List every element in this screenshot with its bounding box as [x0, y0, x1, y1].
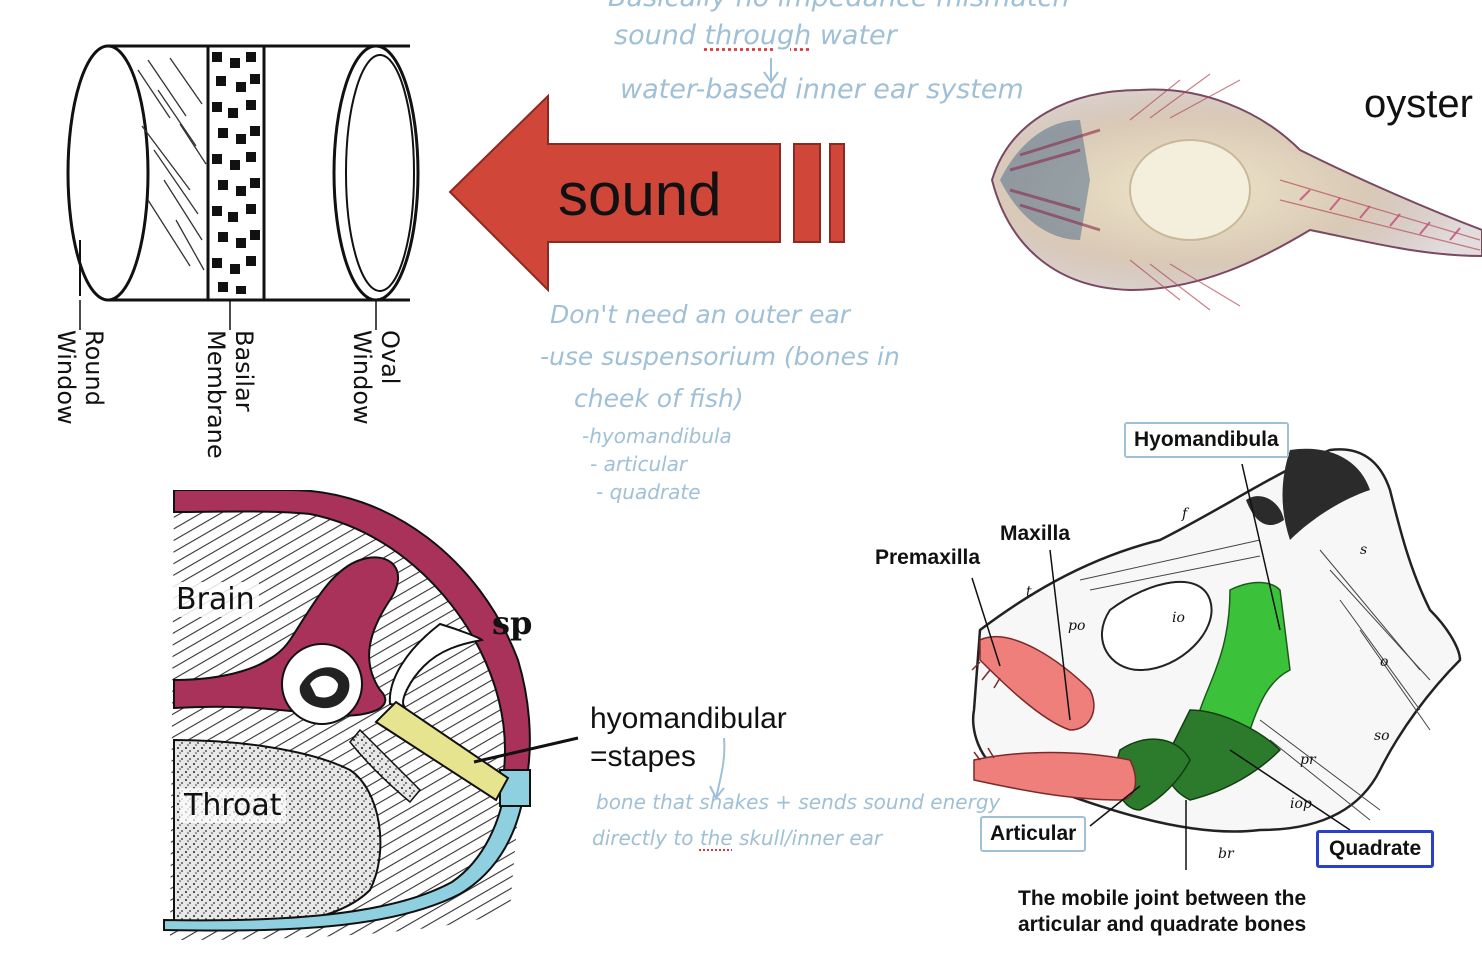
skull-label-pr: pr — [1300, 752, 1317, 768]
skull-caption: The mobile joint between the articular a… — [1018, 886, 1306, 938]
sound-arrow-shape — [448, 93, 781, 293]
skull-label-po: po — [1068, 618, 1085, 634]
quadrate-label: Quadrate — [1316, 830, 1435, 868]
skull-label-io: io — [1172, 610, 1185, 626]
round-window-label: Round Window — [52, 330, 108, 425]
note-outer-ear: Don't need an outer ear — [550, 300, 851, 329]
throat-label: Throat — [180, 788, 286, 823]
note-bone-quadrate: - quadrate — [596, 480, 701, 504]
sound-arrow-label: sound — [558, 161, 722, 228]
hyomandibula-label: Hyomandibula — [1124, 422, 1289, 458]
sound-arrow-bar-1 — [793, 143, 821, 243]
note-suspensorium: -use suspensorium (bones in — [540, 342, 900, 371]
oval-window-label: Oval Window — [348, 330, 404, 425]
sound-arrow — [448, 93, 845, 293]
basilar-membrane-label: Basilar Membrane — [202, 330, 258, 459]
hyomandibular-leader-line — [473, 736, 579, 764]
sound-arrow-bar-2 — [829, 143, 845, 243]
note-bone-hyomandibula: -hyomandibula — [582, 424, 732, 448]
note-arrow-down-icon — [763, 58, 779, 84]
note-directly-to-text: directly to — [592, 826, 700, 850]
premaxilla-bone — [979, 636, 1095, 731]
oyster-toadfish-photo — [990, 73, 1482, 311]
note-inner-ear-system: water-based inner ear system — [620, 74, 1024, 105]
note-cheek-of-fish: cheek of fish) — [574, 384, 744, 413]
hyomandibular-bar — [374, 700, 510, 802]
skull-caption-line2: articular and quadrate bones — [1018, 913, 1307, 936]
note-the-text: the — [699, 826, 733, 850]
cochlea-cylinder-diagram — [66, 44, 420, 330]
spiracle-label: sp — [492, 604, 533, 642]
note-skull-inner-ear-text: skull/inner ear — [732, 826, 883, 850]
note-sound-text: sound — [614, 20, 705, 51]
round-window-ellipse — [66, 44, 150, 302]
note-stapes-arrow-icon — [709, 737, 726, 800]
note-through-text: through — [704, 20, 812, 51]
skull-outline — [971, 448, 1462, 833]
note-impedance-text: Basically no impedance mismatch — [608, 0, 1069, 13]
note-water-text: water — [811, 20, 897, 51]
skull-label-br: br — [1218, 846, 1235, 862]
hyomandibular-label-line2: =stapes — [590, 740, 696, 773]
maxilla-label: Maxilla — [1000, 522, 1071, 545]
skull-label-so: so — [1374, 728, 1390, 744]
brain-label: Brain — [172, 582, 259, 617]
note-bone-articular: - articular — [590, 452, 688, 476]
fish-skull-diagram: f s t po io so pr iop br o — [971, 448, 1462, 870]
skull-label-o: o — [1380, 654, 1388, 670]
hyomandibular-label: hyomandibular =stapes — [590, 700, 787, 776]
skull-outer-band — [173, 490, 531, 771]
skull-label-iop: iop — [1290, 796, 1312, 812]
lower-jaw-bone — [973, 751, 1137, 801]
note-stapes-line2: directly to the skull/inner ear — [592, 826, 882, 850]
skull-label-t: t — [1026, 584, 1032, 600]
note-stapes-line1: bone that shakes + sends sound energy — [596, 790, 1001, 814]
head-cross-section-diagram — [163, 490, 531, 940]
note-impedance-line: Basically no impedance mismatch — [608, 0, 1069, 13]
articular-label: Articular — [980, 816, 1087, 852]
skull-label-s: s — [1360, 542, 1367, 558]
skull-label-f: f — [1181, 506, 1190, 522]
note-sound-through-water: sound through water — [614, 20, 897, 51]
fish-photo-caption: oyster — [1364, 82, 1473, 126]
hyomandibular-label-line1: hyomandibular — [590, 702, 787, 735]
skull-caption-line1: The mobile joint between the — [1018, 887, 1307, 910]
premaxilla-label: Premaxilla — [875, 546, 981, 569]
